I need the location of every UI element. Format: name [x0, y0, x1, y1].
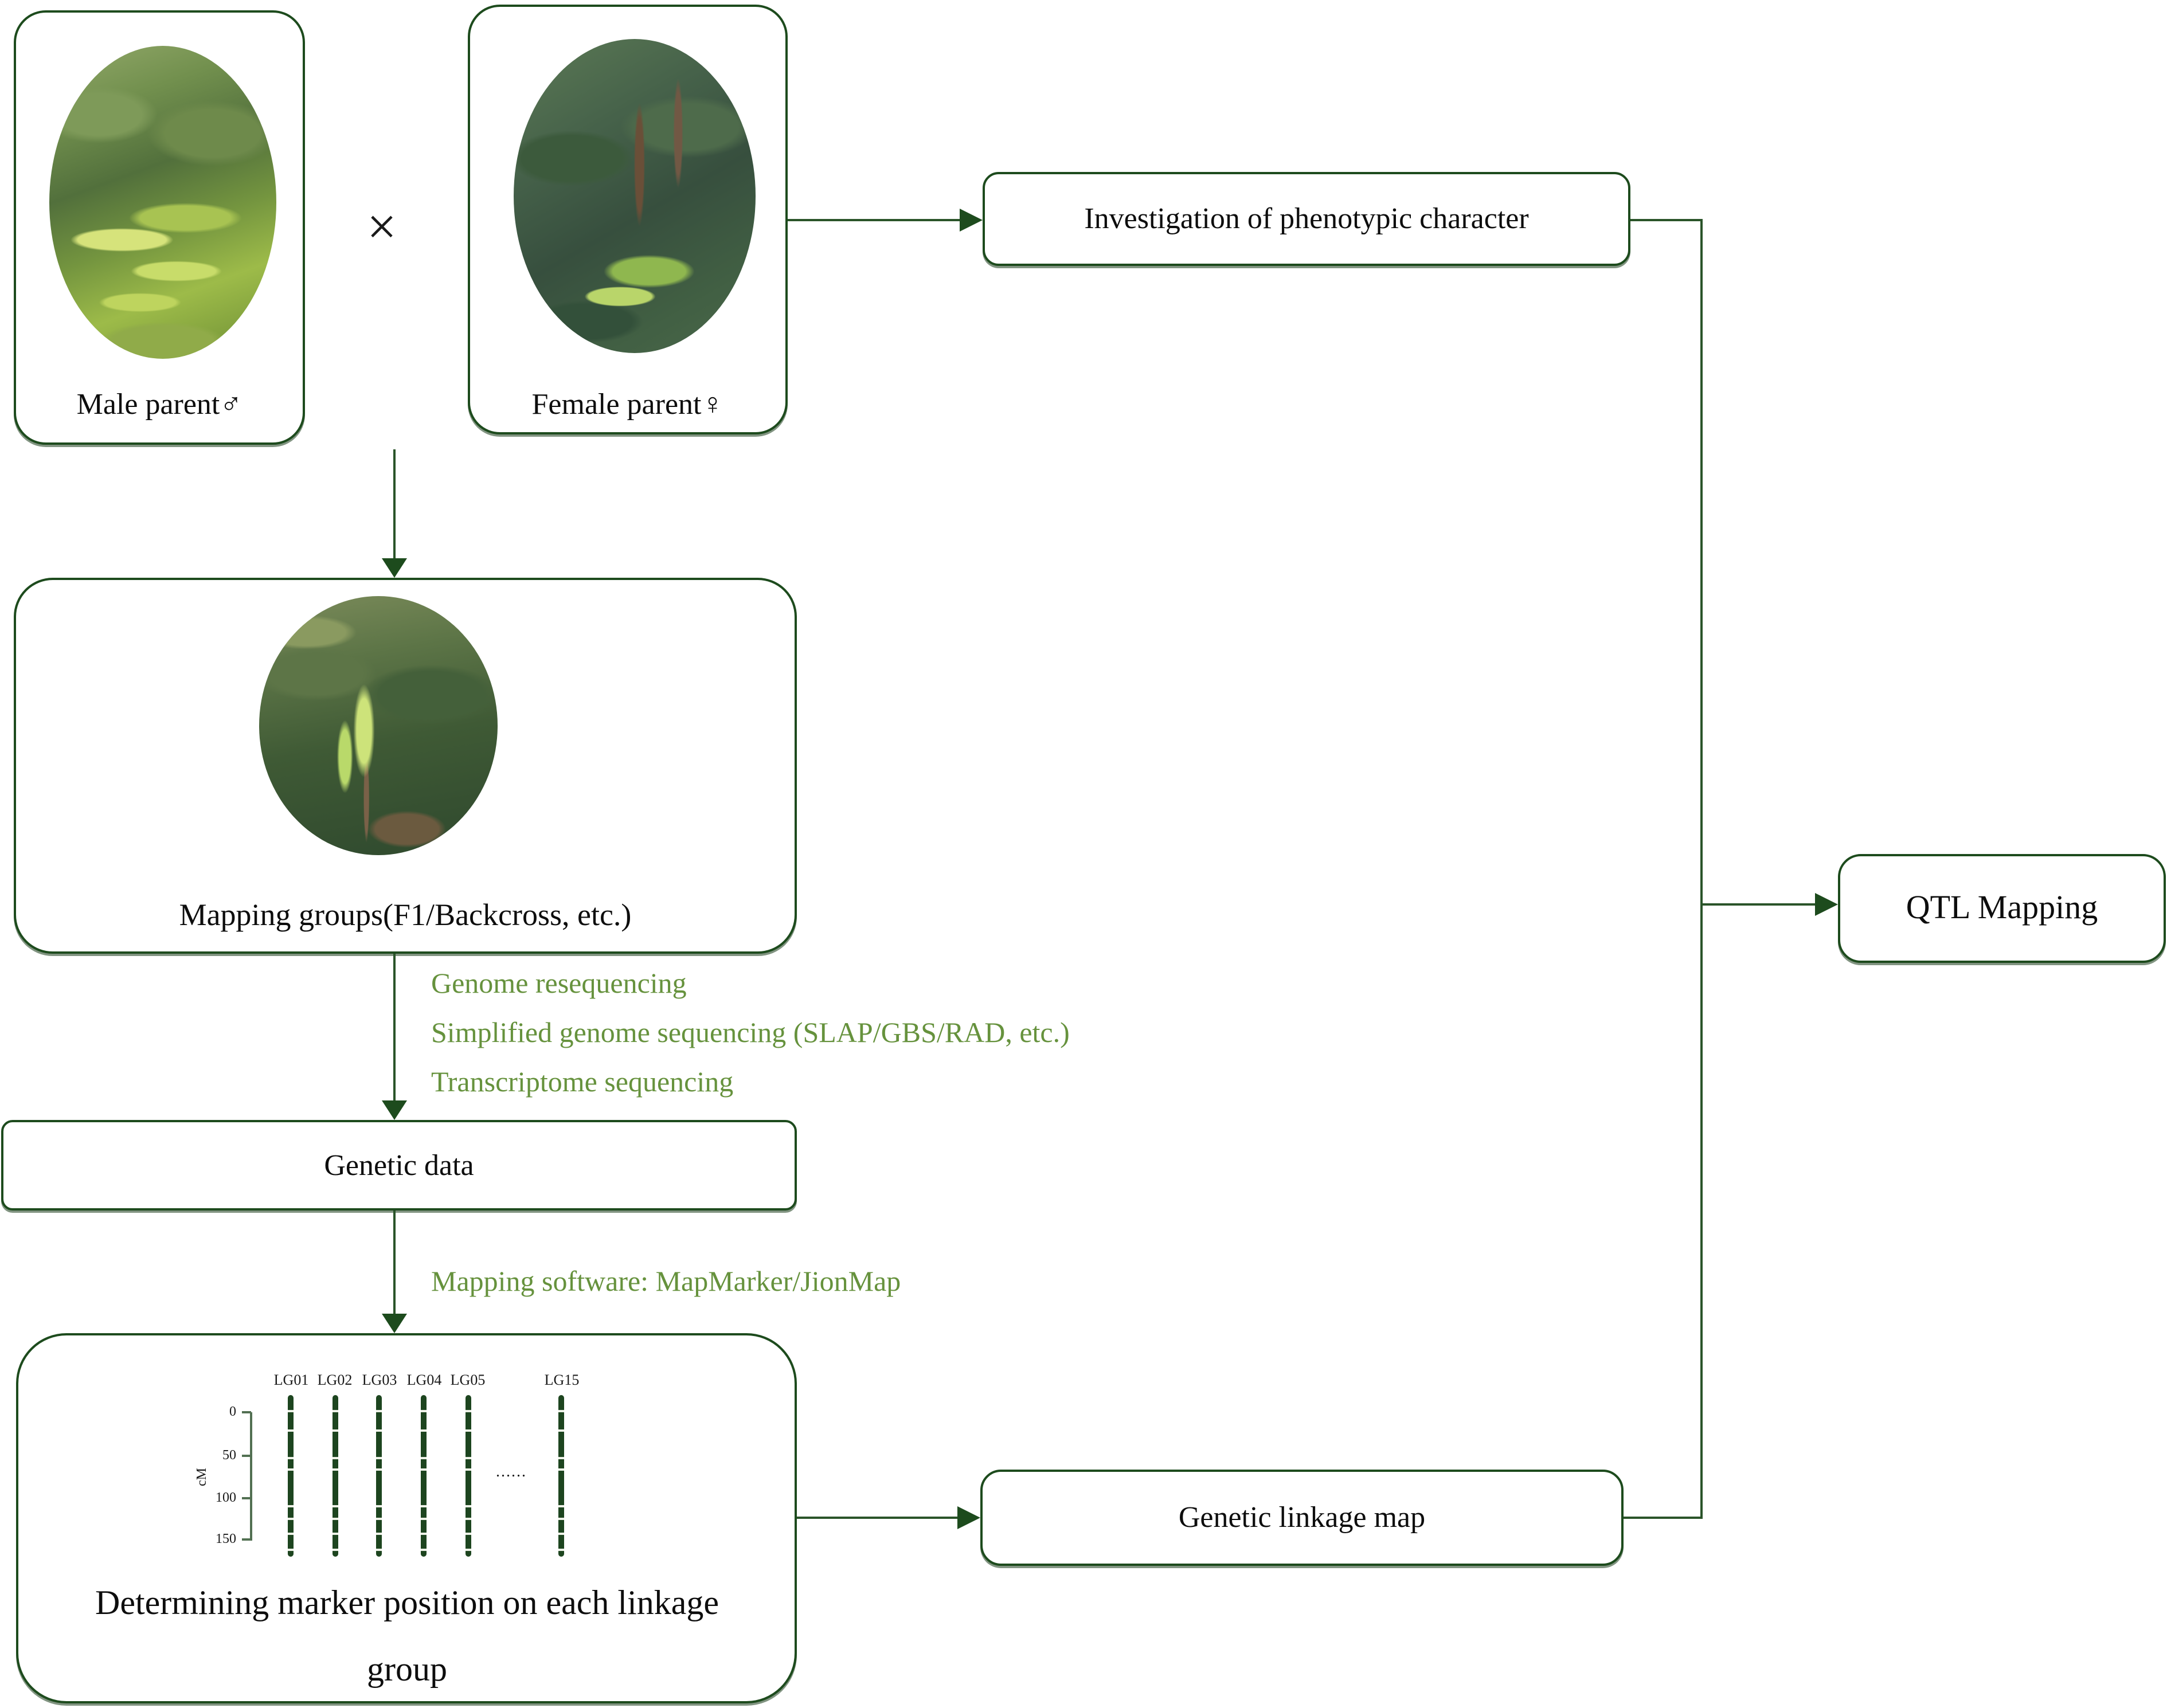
arrowhead-right-icon: [960, 209, 983, 232]
genetic-data-label: Genetic data: [324, 1148, 474, 1182]
axis-tick-label-0: 0: [229, 1403, 236, 1419]
chromosome-bar-lg02: [333, 1395, 338, 1557]
male-parent-photo: [49, 46, 276, 359]
linkage-group-label-lg04: LG04: [406, 1371, 442, 1388]
mapping-software-note: Mapping software: MapMarker/JionMap: [431, 1267, 901, 1298]
chromosome-bar-lg04: [421, 1395, 427, 1557]
linkage-plot-axis: [250, 1412, 252, 1541]
linkage-ellipsis: ......: [496, 1464, 527, 1481]
connector-female-to-investigation: [788, 219, 960, 221]
collector-vertical-line: [1700, 219, 1703, 1519]
connector-collector-to-qtl: [1701, 903, 1816, 906]
female-parent-label: Female parent♀: [531, 387, 724, 421]
cross-symbol: ×: [367, 197, 397, 255]
connector-marker-to-linkage-map: [797, 1517, 957, 1519]
axis-tick: [242, 1538, 251, 1541]
male-parent-label: Male parent♂: [76, 387, 242, 421]
mapping-groups-photo: [259, 596, 498, 855]
chromosome-bar-lg15: [558, 1395, 564, 1557]
connector-genetic-data-to-marker: [393, 1211, 396, 1314]
arrowhead-down-icon: [382, 558, 407, 578]
marker-position-label-line2: group: [367, 1651, 447, 1689]
qtl-mapping-box: QTL Mapping: [1838, 854, 2166, 963]
arrowhead-right-icon: [957, 1506, 980, 1529]
arrowhead-down-icon: [382, 1314, 407, 1333]
mapping-groups-label: Mapping groups(F1/Backcross, etc.): [179, 898, 632, 932]
connector-linkage-map-to-collector: [1624, 1517, 1701, 1519]
axis-tick: [242, 1455, 251, 1457]
axis-tick: [242, 1411, 251, 1413]
axis-tick: [242, 1497, 251, 1499]
linkage-group-label-lg05: LG05: [450, 1371, 486, 1388]
chromosome-bar-lg03: [376, 1395, 382, 1557]
connector-mapping-to-genetic-data: [393, 954, 396, 1100]
linkage-group-label-lg15: LG15: [544, 1371, 580, 1388]
connector-investigation-to-collector: [1630, 219, 1701, 221]
genetic-linkage-map-box: Genetic linkage map: [980, 1470, 1624, 1566]
sequencing-method-note-2: Simplified genome sequencing (SLAP/GBS/R…: [431, 1018, 1070, 1049]
linkage-group-label-lg03: LG03: [362, 1371, 397, 1388]
genetic-data-box: Genetic data: [1, 1120, 797, 1211]
qtl-mapping-label: QTL Mapping: [1906, 889, 2098, 926]
linkage-group-label-lg01: LG01: [273, 1371, 309, 1388]
arrowhead-right-icon: [1815, 893, 1838, 916]
axis-tick-label-50: 50: [222, 1447, 236, 1463]
arrowhead-down-icon: [382, 1100, 407, 1120]
investigation-box: Investigation of phenotypic character: [983, 172, 1630, 266]
connector-parents-to-mapping: [393, 449, 396, 558]
chromosome-bar-lg01: [288, 1395, 294, 1557]
axis-tick-label-100: 100: [216, 1489, 236, 1505]
axis-tick-label-150: 150: [216, 1530, 236, 1546]
female-parent-photo: [514, 39, 756, 353]
chromosome-bar-lg05: [466, 1395, 471, 1557]
marker-position-label-line1: Determining marker position on each link…: [95, 1584, 719, 1622]
sequencing-method-note-1: Genome resequencing: [431, 969, 687, 1000]
sequencing-method-note-3: Transcriptome sequencing: [431, 1067, 734, 1098]
marker-position-box: [16, 1333, 797, 1703]
linkage-plot-ylabel: cM: [193, 1468, 209, 1486]
investigation-label: Investigation of phenotypic character: [1084, 202, 1529, 236]
linkage-group-label-lg02: LG02: [317, 1371, 353, 1388]
genetic-linkage-map-label: Genetic linkage map: [1178, 1501, 1426, 1534]
